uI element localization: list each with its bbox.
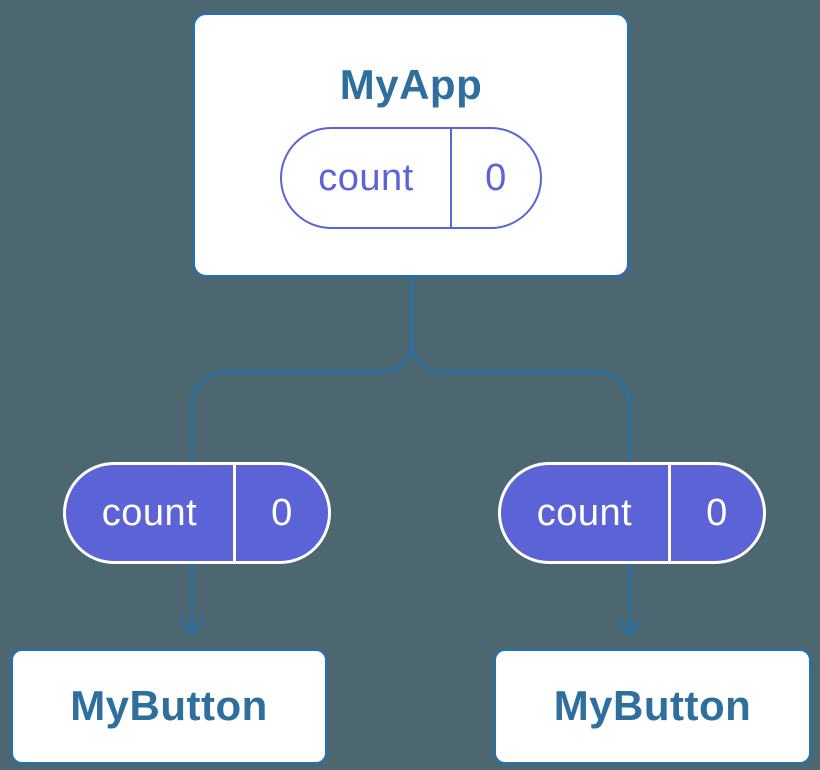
child-component-title: MyButton — [553, 682, 752, 730]
connector-branch-left — [190, 341, 414, 630]
child-component-card-right: MyButton — [493, 648, 812, 765]
arrow-down-icon — [179, 619, 205, 636]
arrow-down-icon — [617, 619, 643, 636]
prop-pill-right: count 0 — [498, 462, 766, 564]
root-component-title: MyApp — [339, 60, 483, 108]
prop-name: count — [101, 491, 198, 534]
state-name: count — [318, 156, 414, 199]
child-component-title: MyButton — [70, 682, 268, 730]
state-value: 0 — [450, 129, 540, 228]
prop-value: 0 — [233, 465, 328, 561]
prop-pill-left: count 0 — [63, 462, 331, 564]
prop-name: count — [536, 491, 633, 534]
connector-branch-right — [409, 341, 632, 630]
child-component-card-left: MyButton — [10, 648, 328, 765]
state-pill: count 0 — [280, 127, 542, 230]
prop-value: 0 — [668, 465, 763, 561]
root-component-card: MyApp count 0 — [192, 12, 630, 278]
